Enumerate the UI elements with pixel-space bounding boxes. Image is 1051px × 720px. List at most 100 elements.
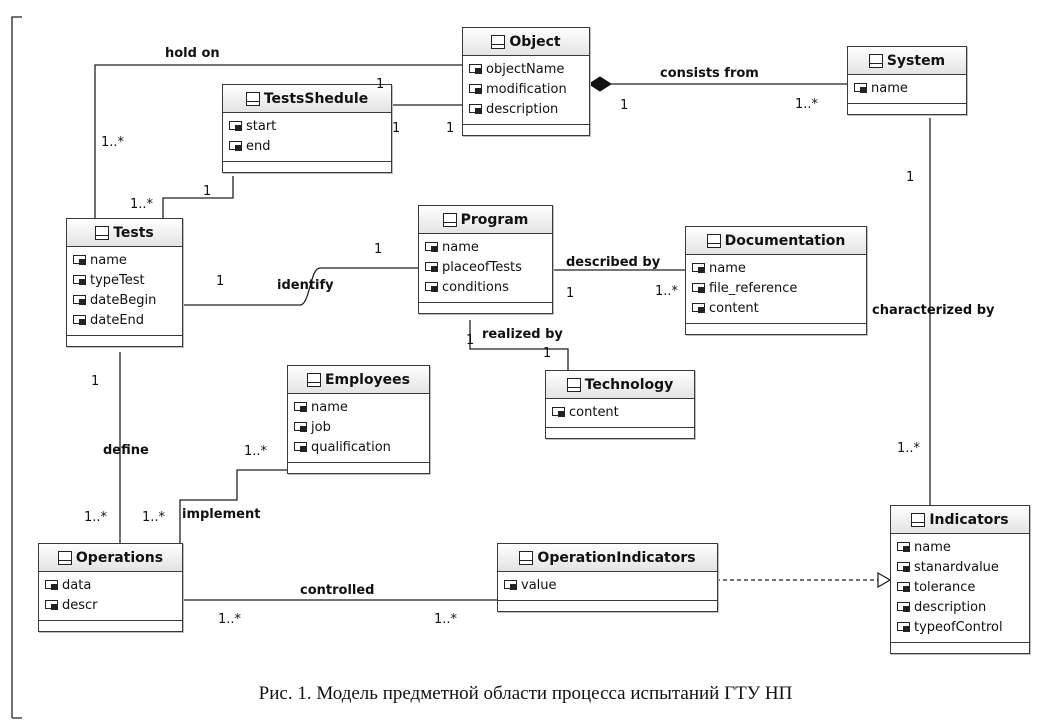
attribute: qualification (288, 437, 429, 457)
attribute: descr (39, 595, 182, 615)
attribute: content (686, 298, 866, 318)
attribute-icon (469, 63, 484, 75)
class-tests: Tests name typeTest dateBegin dateEnd (66, 218, 183, 347)
attribute-label: name (311, 399, 348, 415)
mult-realized-program: 1 (466, 333, 475, 348)
attribute-icon (897, 541, 912, 553)
attribute: end (223, 136, 391, 156)
assoc-schedule-tests (162, 176, 234, 218)
frame-border (11, 16, 22, 719)
attribute-icon (73, 274, 88, 286)
class-name: Indicators (929, 511, 1009, 528)
mult-define-tests: 1 (91, 374, 100, 389)
attribute-label: content (709, 300, 759, 316)
label-controlled: controlled (300, 583, 375, 598)
class-icon (245, 91, 260, 106)
class-icon (57, 550, 72, 565)
attribute-label: job (311, 419, 331, 435)
mult-identify-tests: 1 (216, 274, 225, 289)
attribute-icon (692, 262, 707, 274)
attribute-label: modification (486, 81, 567, 97)
assoc-identify (181, 267, 418, 306)
class-header: Indicators (891, 506, 1029, 534)
attribute-label: typeofControl (914, 619, 1003, 635)
attribute-icon (692, 302, 707, 314)
figure-caption: Рис. 1. Модель предметной области процес… (258, 683, 793, 704)
attribute-label: end (246, 138, 271, 154)
attribute-label: name (914, 539, 951, 555)
attribute-icon (897, 581, 912, 593)
class-icon (442, 212, 457, 227)
class-name: Object (509, 33, 561, 50)
mult-implement-ops: 1..* (142, 510, 166, 525)
class-icon (706, 233, 721, 248)
attribute-label: content (569, 404, 619, 420)
attribute-icon (73, 294, 88, 306)
composition-diamond (588, 76, 612, 92)
attribute-label: start (246, 118, 277, 134)
attribute: objectName (463, 59, 589, 79)
attribute-label: stanardvalue (914, 559, 999, 575)
class-header: Documentation (686, 227, 866, 255)
mult-described-doc: 1..* (655, 284, 679, 299)
attribute: data (39, 575, 182, 595)
class-name: TestsShedule (263, 90, 369, 107)
attribute: description (463, 99, 589, 119)
class-technology: Technology content (545, 370, 695, 439)
attribute: modification (463, 79, 589, 99)
mult-consists-object: 1 (620, 98, 629, 113)
class-name: Operations (75, 549, 164, 566)
mult-hold-on-object: 1 (376, 77, 385, 92)
attribute: value (498, 575, 717, 595)
mult-consists-system: 1..* (795, 97, 819, 112)
class-header: Technology (546, 371, 694, 399)
attribute-label: qualification (311, 439, 391, 455)
attribute-icon (469, 83, 484, 95)
mult-schedule-object: 1 (446, 121, 455, 136)
class-name: Tests (113, 224, 154, 241)
class-header: System (848, 47, 966, 75)
class-name: Program (460, 211, 529, 228)
attribute-icon (504, 579, 519, 591)
class-name: Technology (584, 376, 674, 393)
class-operationindicators: OperationIndicators value (497, 543, 718, 612)
attribute: name (848, 78, 966, 98)
attribute: description (891, 597, 1029, 617)
label-consists-from: consists from (660, 66, 759, 81)
attribute-label: file_reference (709, 280, 798, 296)
class-system: System name (847, 46, 967, 115)
attribute-icon (229, 120, 244, 132)
attribute: file_reference (686, 278, 866, 298)
class-icon (306, 372, 321, 387)
class-icon (868, 53, 883, 68)
attribute: tolerance (891, 577, 1029, 597)
attribute: placeofTests (419, 257, 552, 277)
attribute: content (546, 402, 694, 422)
mult-controlled-ops: 1..* (218, 612, 242, 627)
dependency-arrowhead (877, 571, 892, 589)
class-operations: Operations data descr (38, 543, 183, 632)
attribute-label: conditions (442, 279, 509, 295)
class-name: OperationIndicators (537, 549, 696, 566)
class-testsshedule: TestsShedule start end (222, 84, 392, 173)
attribute: typeofControl (891, 617, 1029, 637)
assoc-implement (179, 469, 287, 543)
attribute-label: description (486, 101, 559, 117)
attribute-label: dateEnd (90, 312, 145, 328)
class-icon (911, 512, 926, 527)
attribute-label: data (62, 577, 92, 593)
attribute: name (288, 397, 429, 417)
class-header: TestsShedule (223, 85, 391, 113)
mult-define-ops: 1..* (84, 510, 108, 525)
attribute: name (419, 237, 552, 257)
attribute: stanardvalue (891, 557, 1029, 577)
label-implement: implement (182, 507, 261, 522)
class-header: Employees (288, 366, 429, 394)
attribute-label: typeTest (90, 272, 145, 288)
class-header: Object (463, 28, 589, 56)
class-icon (519, 550, 534, 565)
class-name: Documentation (724, 232, 846, 249)
mult-schedule-tests-many: 1..* (130, 197, 154, 212)
mult-described-program: 1 (566, 286, 575, 301)
